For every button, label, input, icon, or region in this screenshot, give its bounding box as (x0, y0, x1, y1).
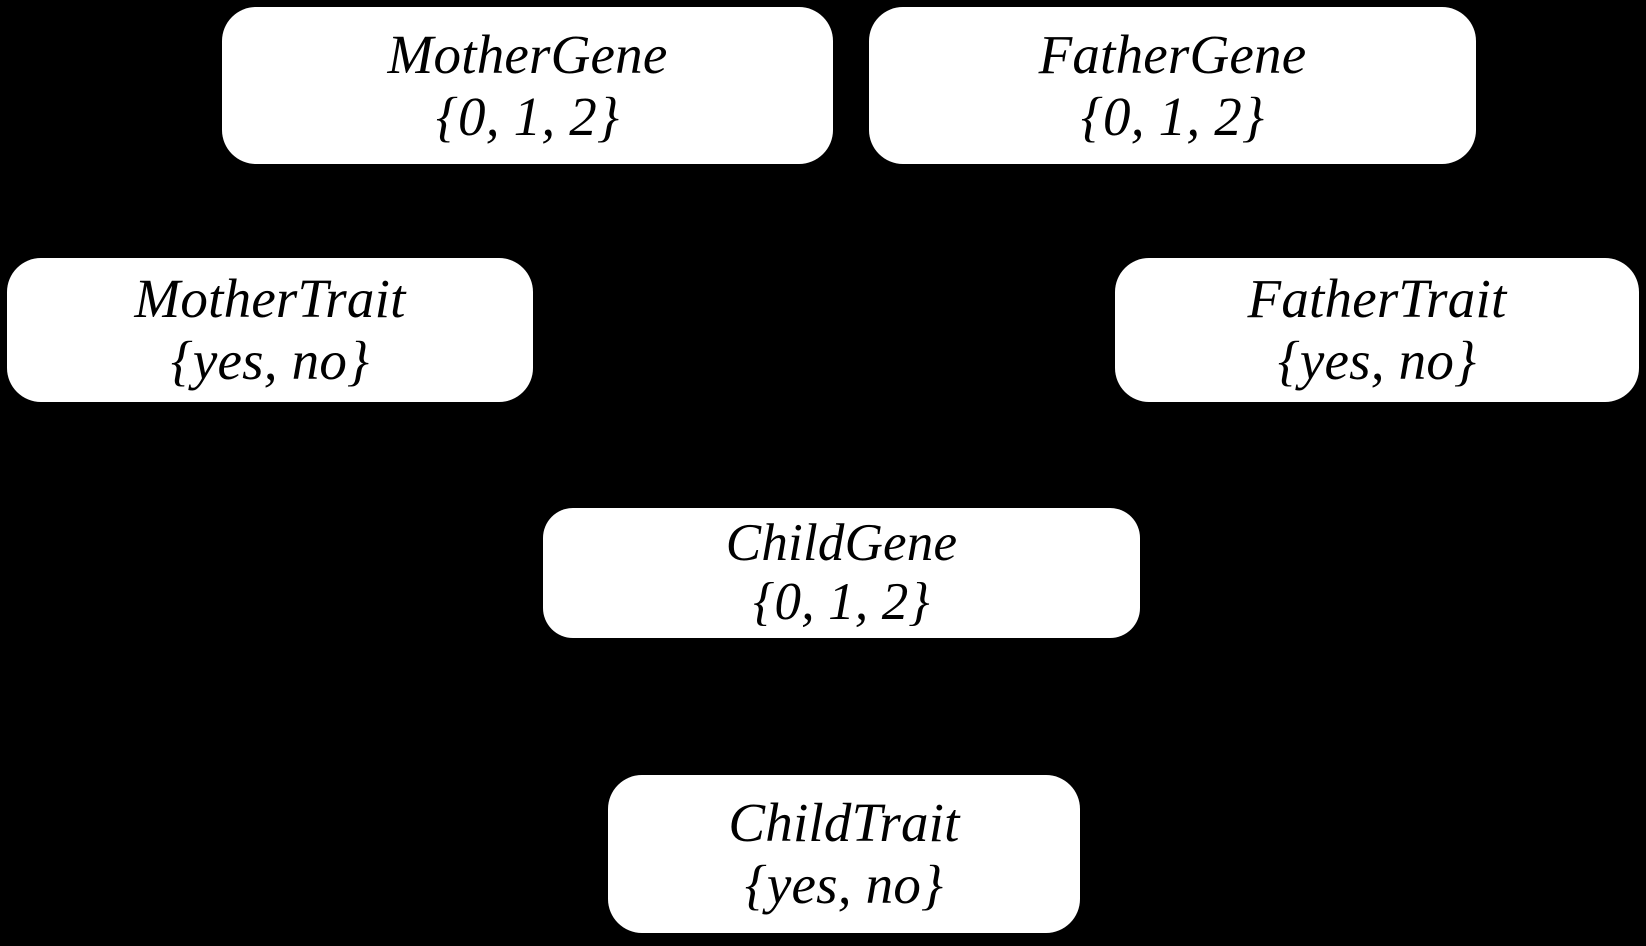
node-child-gene-label: ChildGene (725, 513, 958, 572)
node-father-gene[interactable]: FatherGene {0, 1, 2} (869, 7, 1476, 164)
node-child-gene-domain: {0, 1, 2} (753, 573, 930, 631)
node-child-gene[interactable]: ChildGene {0, 1, 2} (543, 508, 1140, 638)
node-father-trait[interactable]: FatherTrait {yes, no} (1115, 258, 1639, 402)
node-father-gene-domain: {0, 1, 2} (1080, 85, 1265, 147)
node-mother-trait-domain: {yes, no} (170, 330, 370, 391)
node-mother-gene-label: MotherGene (387, 23, 668, 85)
node-father-trait-domain: {yes, no} (1277, 330, 1477, 391)
node-father-trait-label: FatherTrait (1247, 268, 1507, 330)
node-child-trait-domain: {yes, no} (744, 854, 944, 915)
node-mother-gene[interactable]: MotherGene {0, 1, 2} (222, 7, 833, 164)
node-child-trait-label: ChildTrait (728, 792, 960, 854)
node-mother-gene-domain: {0, 1, 2} (435, 85, 620, 147)
node-mother-trait-label: MotherTrait (134, 268, 406, 330)
node-mother-trait[interactable]: MotherTrait {yes, no} (7, 258, 533, 402)
node-father-gene-label: FatherGene (1038, 23, 1307, 85)
node-child-trait[interactable]: ChildTrait {yes, no} (608, 775, 1080, 933)
